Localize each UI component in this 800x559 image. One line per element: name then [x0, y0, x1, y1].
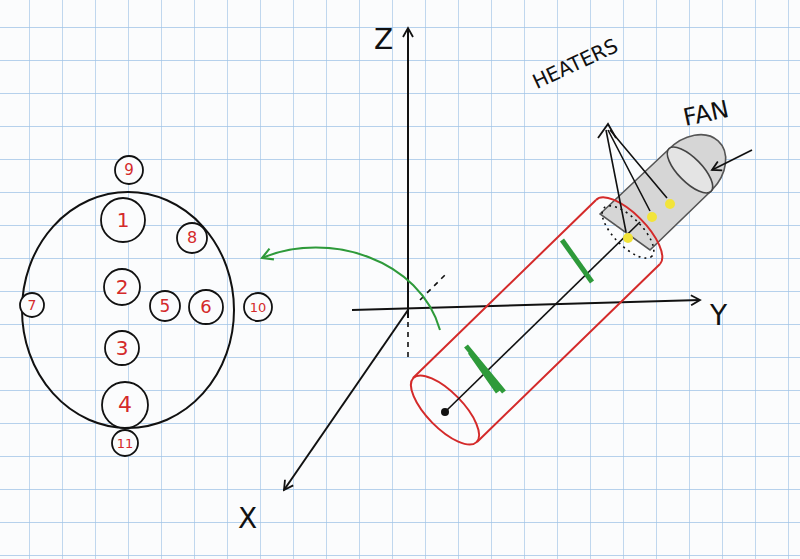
leader-arrowhead [598, 124, 616, 138]
section-mark [466, 346, 504, 392]
callout-number: 8 [187, 230, 197, 246]
y-axis [352, 300, 700, 310]
z-axis [407, 28, 409, 318]
circle-shape [189, 290, 223, 324]
callout-circle: 1 [99, 196, 147, 244]
callout-number: 10 [250, 301, 267, 314]
circle-shape [177, 223, 207, 253]
circle-shape [104, 269, 140, 305]
callout-circle: 9 [113, 154, 145, 186]
callout-circle: 8 [175, 221, 209, 255]
fan-end [660, 140, 719, 200]
callout-circle: 11 [110, 428, 140, 458]
tube-centre [441, 408, 449, 416]
callout-circle: 5 [148, 289, 182, 323]
circle-shape [105, 331, 139, 365]
x-axis [284, 310, 408, 490]
axis-label: Z [374, 26, 393, 54]
axis-label: Y [710, 302, 727, 330]
callout-number: 5 [160, 298, 171, 315]
tube-body [413, 200, 660, 442]
callout-number: 9 [124, 163, 134, 178]
circle-shape [150, 291, 180, 321]
circle-shape [244, 293, 272, 321]
callout-circle: 4 [100, 380, 150, 430]
callout-number: 7 [28, 298, 37, 312]
callout-number: 2 [116, 277, 129, 297]
tube-axis [445, 222, 640, 412]
callout-number: 3 [116, 338, 129, 358]
dashed-guide [408, 275, 445, 360]
heater [647, 212, 657, 222]
circle-shape [101, 198, 145, 242]
callout-number: 6 [200, 298, 211, 316]
callout-circle: 3 [103, 329, 141, 367]
callout-circle: 6 [187, 288, 225, 326]
fan-arrow [712, 150, 752, 170]
circle-shape [102, 382, 148, 428]
leader-line [606, 130, 667, 232]
callout-circle: 7 [18, 291, 46, 319]
tube-end [596, 197, 662, 264]
heater [665, 199, 675, 209]
heater [623, 233, 633, 243]
callout-number: 11 [117, 437, 134, 450]
part-label: HEATERS [530, 35, 621, 92]
circle-shape [112, 430, 138, 456]
tube-opening [401, 365, 490, 454]
callout-circle: 2 [102, 267, 142, 307]
section-mark [562, 240, 592, 282]
callout-number: 1 [117, 210, 130, 230]
callout-circle: 10 [242, 291, 274, 323]
section-outline [22, 192, 234, 428]
part-label: FAN [681, 97, 731, 130]
circle-shape [20, 293, 44, 317]
circle-shape [115, 156, 143, 184]
axis-label: X [238, 505, 257, 533]
callout-number: 4 [118, 394, 132, 416]
section-link-arrow [262, 248, 440, 330]
